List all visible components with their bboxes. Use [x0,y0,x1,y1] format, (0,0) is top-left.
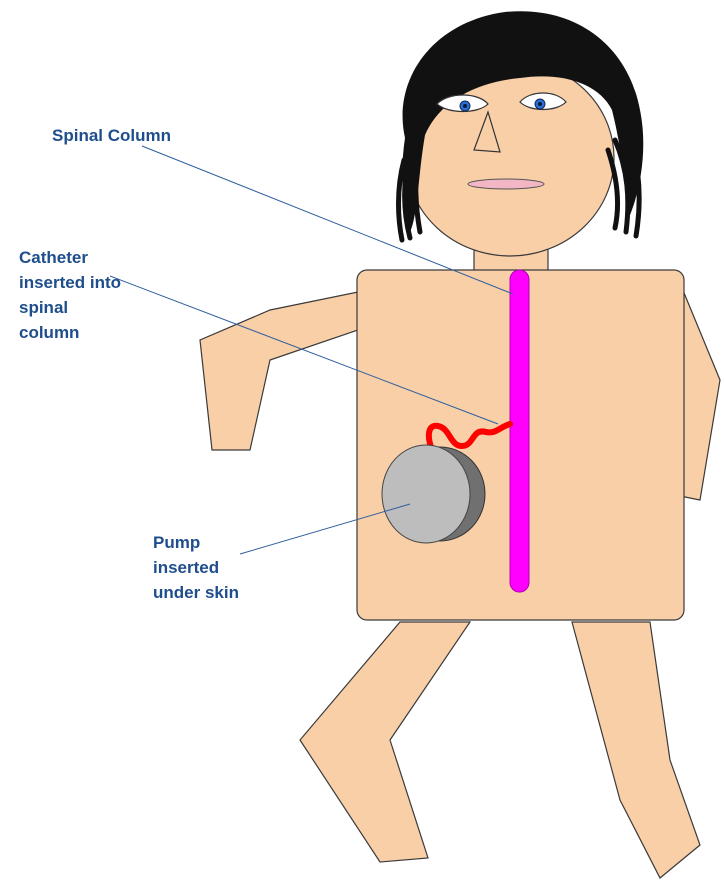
lips [468,179,544,189]
legs [300,622,700,878]
spinal-column-label: Spinal Column [52,126,171,145]
left-leg [300,622,470,862]
pump-label: Pump inserted under skin [153,533,239,602]
catheter-label: Catheter inserted into spinal column [19,248,126,342]
left-arm [200,292,358,450]
spinal-column [510,270,529,592]
right-leg [572,622,700,878]
pump-face [382,445,470,543]
head [399,11,644,256]
pump [382,445,485,543]
